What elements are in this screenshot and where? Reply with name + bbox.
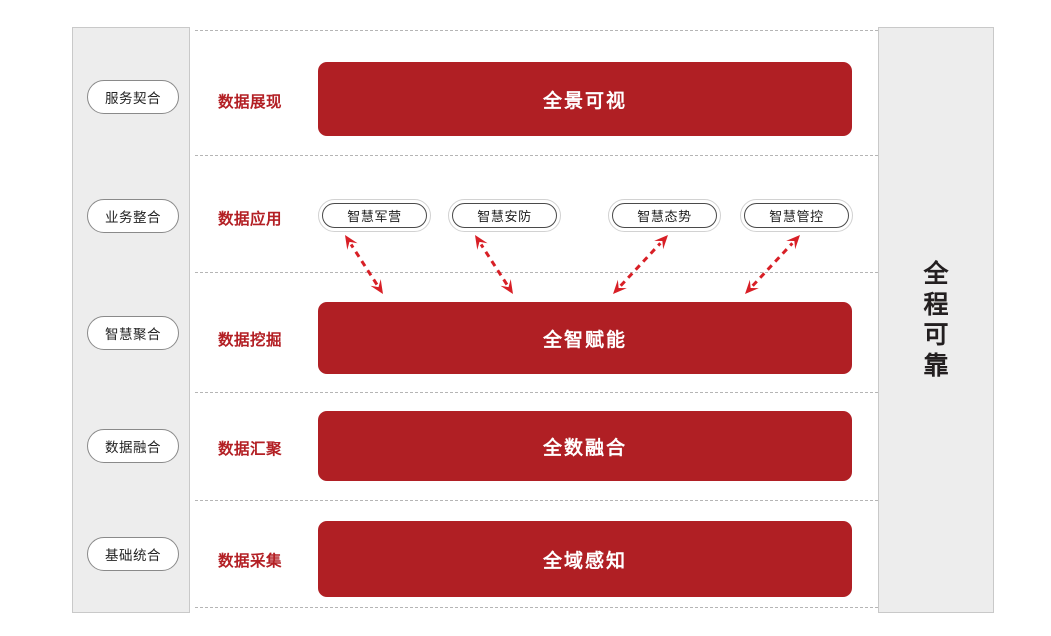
row-separator-3 xyxy=(195,272,878,273)
row-separator-1 xyxy=(195,30,878,31)
row-label-1: 数据展现 xyxy=(218,94,283,111)
row-label-3: 数据挖掘 xyxy=(218,332,283,349)
arrow-zhihui-junying xyxy=(345,235,383,294)
right-label-char-4: 靠 xyxy=(923,351,949,380)
row-separator-4 xyxy=(195,392,878,393)
row-separator-2 xyxy=(195,155,878,156)
row-label-4: 数据汇聚 xyxy=(218,441,283,458)
stage-pill-5[interactable]: 基础统合 xyxy=(87,537,179,571)
left-stage-panel: 服务契合业务整合智慧聚合数据融合基础统合 xyxy=(72,27,190,613)
stage-pill-2[interactable]: 业务整合 xyxy=(87,199,179,233)
arrow-zhihui-guankong xyxy=(745,235,800,294)
right-label-char-2: 程 xyxy=(923,290,949,319)
right-label-char-3: 可 xyxy=(923,321,949,349)
capability-box-5[interactable]: 全域感知 xyxy=(318,521,852,597)
row-label-5: 数据采集 xyxy=(218,553,283,570)
right-panel-vertical-label: 全程可靠 xyxy=(879,259,993,381)
arrow-zhihui-taishi xyxy=(613,235,668,294)
row-separator-5 xyxy=(195,500,878,501)
application-pill-2[interactable]: 智慧安防 xyxy=(448,199,561,232)
right-reliability-panel: 全程可靠 xyxy=(878,27,994,613)
arrow-zhihui-anfang xyxy=(475,235,513,294)
capability-box-1[interactable]: 全景可视 xyxy=(318,62,852,136)
right-label-char-1: 全 xyxy=(923,260,949,288)
row-label-2: 数据应用 xyxy=(218,211,283,228)
application-pill-label-2: 智慧安防 xyxy=(452,203,557,228)
capability-box-4[interactable]: 全数融合 xyxy=(318,411,852,481)
application-pill-3[interactable]: 智慧态势 xyxy=(608,199,721,232)
stage-pill-3[interactable]: 智慧聚合 xyxy=(87,316,179,350)
application-pill-4[interactable]: 智慧管控 xyxy=(740,199,853,232)
capability-box-3[interactable]: 全智赋能 xyxy=(318,302,852,374)
application-pill-1[interactable]: 智慧军营 xyxy=(318,199,431,232)
stage-pill-1[interactable]: 服务契合 xyxy=(87,80,179,114)
application-pill-label-3: 智慧态势 xyxy=(612,203,717,228)
application-pill-label-1: 智慧军营 xyxy=(322,203,427,228)
application-pill-label-4: 智慧管控 xyxy=(744,203,849,228)
row-separator-6 xyxy=(195,607,878,608)
stage-pill-4[interactable]: 数据融合 xyxy=(87,429,179,463)
